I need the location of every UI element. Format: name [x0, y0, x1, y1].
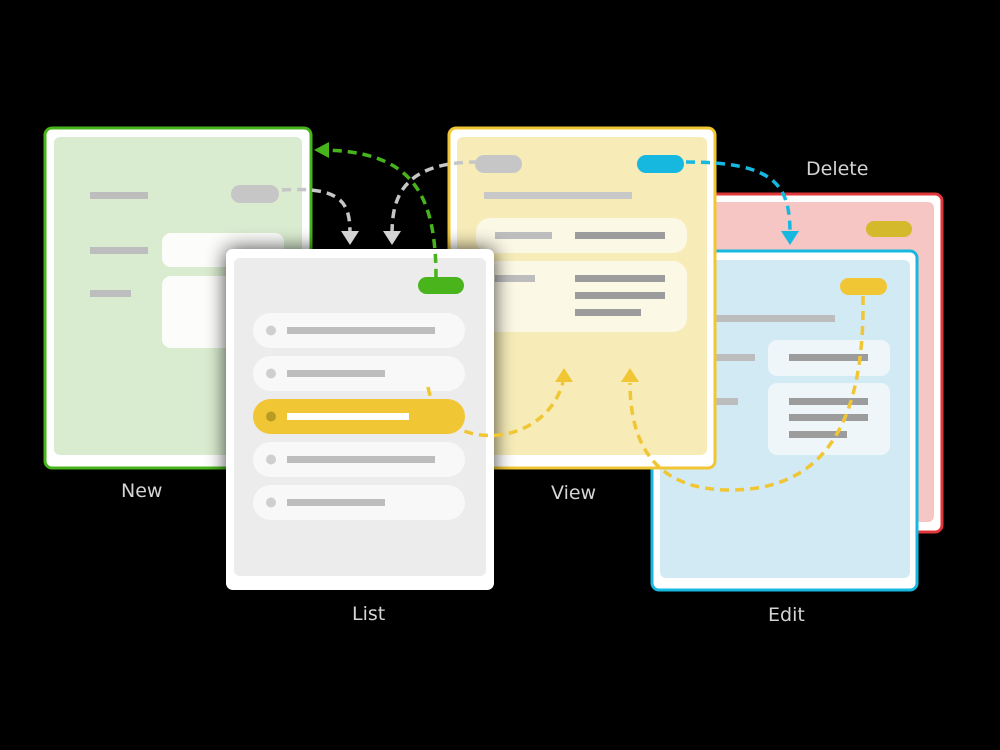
- list-row-text: [287, 370, 385, 377]
- list-row-bullet: [266, 325, 276, 336]
- arrowheads: [314, 142, 799, 382]
- view-detail-label-1: [495, 232, 552, 239]
- new-field-label-1: [90, 192, 148, 199]
- edit-title-bar: [700, 315, 835, 322]
- list-row-text: [287, 499, 385, 506]
- list-row-text: [287, 327, 435, 334]
- edit-field-label-1: [700, 354, 755, 361]
- arrowhead-view-left: [555, 368, 573, 382]
- list-row-bullet: [266, 368, 276, 379]
- view-screen: [447, 126, 717, 470]
- view-edit-button: [637, 155, 684, 173]
- arrow-edit-to-view: [628, 295, 865, 492]
- edit-screen-label: Edit: [768, 604, 805, 626]
- arrows: [281, 148, 865, 492]
- delete-button: [866, 221, 912, 237]
- arrow-list-to-new: [317, 148, 438, 279]
- view-detail-value-2a: [575, 275, 665, 282]
- list-add-button: [418, 277, 464, 294]
- arrowhead-list-right: [383, 231, 401, 245]
- edit-input-2-line-2: [789, 414, 868, 421]
- edit-field-label-2: [700, 398, 738, 405]
- view-detail-value-2b: [575, 292, 665, 299]
- new-screen-label: New: [121, 480, 163, 502]
- new-field-label-3: [90, 290, 131, 297]
- arrowhead-edit: [781, 231, 799, 245]
- list-row-bullet: [266, 497, 276, 508]
- new-cancel-button: [231, 185, 279, 203]
- edit-save-button: [840, 278, 887, 295]
- view-title-bar: [484, 192, 632, 199]
- arrowhead-new: [314, 142, 329, 158]
- edit-input-2-line-3: [789, 431, 847, 438]
- view-detail-label-2: [495, 275, 535, 282]
- list-row-text: [287, 413, 409, 420]
- delete-screen-label: Delete: [806, 158, 869, 180]
- new-field-label-2: [90, 247, 148, 254]
- arrowhead-list-left: [341, 231, 359, 245]
- list-items: [253, 313, 465, 520]
- edit-screen: [650, 249, 919, 592]
- arrow-list-to-view: [426, 381, 565, 438]
- view-detail-value-1: [575, 232, 665, 239]
- view-screen-label: View: [551, 482, 597, 504]
- edit-input-1-value: [789, 354, 868, 361]
- edit-input-2-line-1: [789, 398, 868, 405]
- arrowhead-view-right: [621, 368, 639, 382]
- view-back-button: [475, 155, 522, 173]
- list-screen-label: List: [352, 603, 386, 625]
- arrow-view-to-list: [390, 160, 479, 236]
- arrow-new-to-list: [281, 187, 352, 236]
- list-screen: [226, 249, 494, 590]
- list-row-text: [287, 456, 435, 463]
- list-row-bullet: [266, 454, 276, 465]
- view-detail-value-2c: [575, 309, 641, 316]
- list-row-bullet: [266, 411, 276, 422]
